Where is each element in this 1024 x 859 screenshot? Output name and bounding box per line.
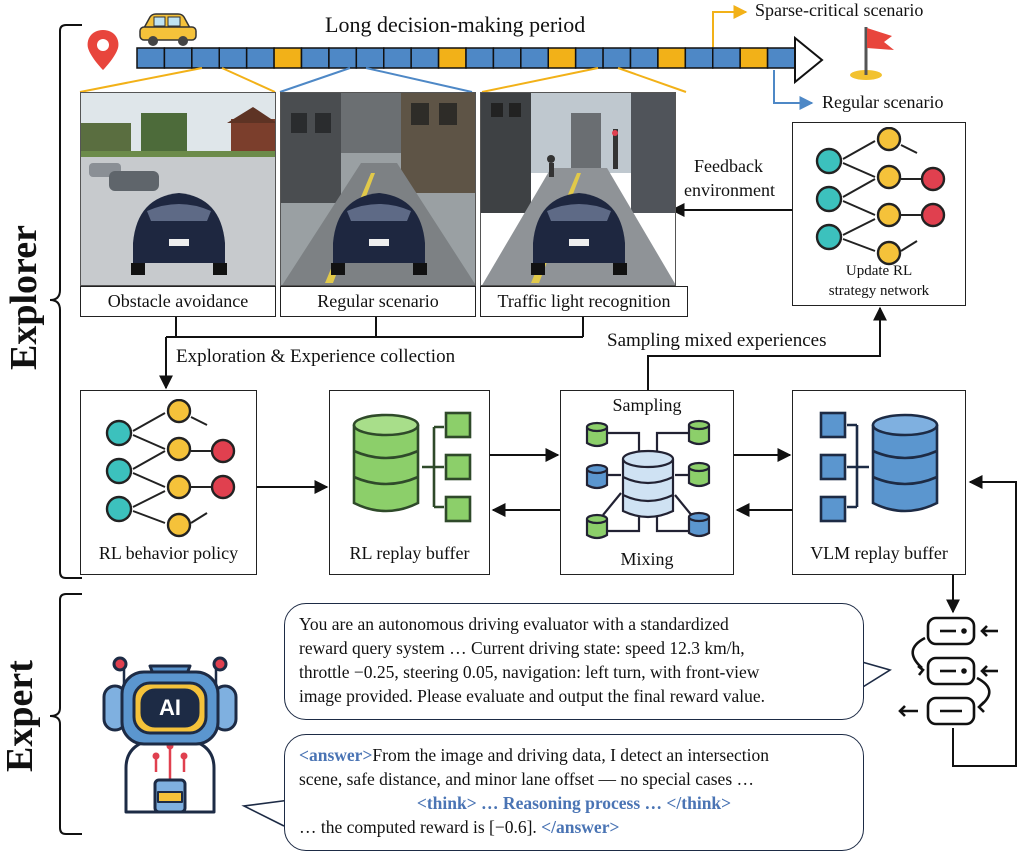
explorer-bracket [49, 24, 82, 579]
goal-flag-icon [850, 27, 894, 80]
timeline-cell [355, 47, 385, 69]
answer-close-tag: </answer> [541, 817, 620, 837]
timeline-cell [163, 47, 193, 69]
caption-obstacle-avoidance: Obstacle avoidance [80, 286, 276, 317]
timeline-critical-cell [739, 47, 769, 69]
think-line: <think> … Reasoning process … </think> [416, 793, 732, 813]
timeline-cell [300, 47, 330, 69]
timeline-cell [383, 47, 412, 69]
timeline-cell [629, 47, 659, 69]
blue-database-icon [819, 411, 939, 523]
timeline-cell [328, 47, 358, 69]
caption-traffic-light: Traffic light recognition [480, 286, 688, 317]
expert-bracket [49, 593, 82, 835]
scene-photo-regular [280, 92, 476, 286]
timeline-critical-cell [547, 47, 577, 69]
timeline-arrowhead [794, 35, 824, 85]
strategy-label-line1: Update RL [845, 263, 913, 279]
sparse-critical-label: Sparse-critical scenario [755, 0, 924, 20]
timeline-critical-cell [273, 47, 303, 69]
timeline-cell [410, 47, 440, 69]
strategy-label-line2: strategy network [828, 283, 930, 299]
sampling-mixed-label: Sampling mixed experiences [607, 330, 827, 351]
regular-scenario-label: Regular scenario [822, 92, 944, 112]
sampling-label: Sampling [612, 395, 682, 415]
expert-label: Expert [0, 660, 41, 772]
feedback-label-line1: Feedback [694, 156, 763, 176]
answer-line-1: From the image and driving data, I detec… [372, 745, 769, 765]
rl-replay-buffer-box: RL replay buffer [329, 390, 490, 575]
timeline-cell [520, 47, 549, 69]
caption-regular-scenario: Regular scenario [280, 286, 476, 317]
query-line-1: You are an autonomous driving evaluator … [299, 614, 729, 634]
timeline-critical-cell [657, 47, 687, 69]
rl-buffer-label: RL replay buffer [349, 543, 470, 563]
answer-line-2: scene, safe distance, and minor lane off… [299, 769, 754, 789]
timeline-cell [602, 47, 632, 69]
rl-behavior-policy-box: RL behavior policy [80, 390, 257, 575]
sparse-arrow [712, 5, 748, 47]
timeline-cell [245, 47, 275, 69]
query-line-3: throttle −0.25, steering 0.05, navigatio… [299, 662, 760, 682]
robot-ai-icon [102, 656, 238, 814]
timeline-cell [492, 47, 522, 69]
vlm-replay-buffer-box: VLM replay buffer [792, 390, 966, 575]
location-pin-icon [87, 30, 119, 70]
rl-policy-label: RL behavior policy [98, 543, 239, 563]
regular-arrow [773, 70, 814, 110]
timeline-cell [191, 47, 220, 69]
mixing-label: Mixing [620, 549, 674, 569]
timeline-cell [465, 47, 495, 69]
robot-ai-chip-text: AI [159, 695, 181, 720]
timeline-cell [574, 47, 604, 69]
timeline-bar [136, 47, 796, 69]
query-line-4: image provided. Please evaluate and outp… [299, 686, 766, 706]
reward-answer-bubble: <answer>From the image and driving data,… [284, 734, 864, 851]
sampling-mixing-box: Sampling Mixing [560, 390, 734, 575]
process-list-icon [898, 616, 998, 726]
scene-photo-traffic-light [480, 92, 676, 286]
timeline-cell [684, 47, 714, 69]
answer-line-4: … the computed reward is [−0.6]. [299, 817, 542, 837]
strategy-network-box: Update RL strategy network [792, 122, 966, 306]
mixing-database-icon [585, 419, 711, 540]
explorer-label: Explorer [3, 225, 45, 370]
neural-network-icon [815, 127, 946, 266]
timeline-cell [712, 47, 741, 69]
green-database-icon [352, 411, 472, 523]
timeline-title: Long decision-making period [325, 12, 586, 37]
query-line-2: reward query system … Current driving st… [299, 638, 745, 658]
scene-photo-obstacle [80, 92, 276, 286]
timeline-critical-cell [437, 47, 467, 69]
reward-query-bubble: You are an autonomous driving evaluator … [284, 603, 864, 720]
car-icon [139, 13, 197, 46]
exploration-label: Exploration & Experience collection [176, 346, 456, 367]
policy-network-icon [105, 399, 236, 538]
answer-open-tag: <answer> [299, 745, 373, 765]
timeline-cell [766, 47, 796, 69]
timeline-cell [218, 47, 248, 69]
feedback-label-line2: environment [684, 180, 775, 200]
vlm-buffer-label: VLM replay buffer [810, 543, 948, 563]
timeline-cell [136, 47, 166, 69]
